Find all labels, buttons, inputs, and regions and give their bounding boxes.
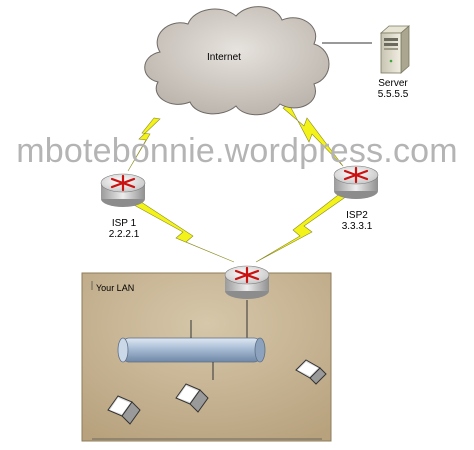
router-lan bbox=[224, 265, 270, 299]
isp2-ip: 3.3.3.1 bbox=[341, 221, 373, 232]
isp1-ip: 2.2.2.1 bbox=[108, 229, 140, 240]
router-arrows-icon bbox=[343, 166, 369, 184]
internet-cloud bbox=[144, 6, 330, 116]
router-arrows-icon bbox=[110, 174, 136, 192]
cloud-label: Internet bbox=[207, 52, 241, 63]
link-isp1-lan bbox=[133, 199, 235, 263]
laptop-icon bbox=[175, 383, 209, 413]
watermark-text: mbotebonnie.wordpress.com bbox=[16, 132, 458, 170]
lan-label: Your LAN bbox=[96, 283, 135, 293]
isp2-label: ISP2 3.3.3.1 bbox=[342, 210, 373, 232]
wan-links bbox=[127, 103, 348, 263]
server-ip: 5.5.5.5 bbox=[377, 89, 409, 100]
link-isp2-lan bbox=[255, 191, 348, 263]
server-icon bbox=[379, 25, 411, 74]
isp1-name: ISP 1 bbox=[111, 218, 137, 229]
router-arrows-icon bbox=[234, 266, 260, 284]
isp1-label: ISP 1 2.2.2.1 bbox=[109, 218, 140, 240]
laptop-icon bbox=[107, 395, 141, 425]
server-label: Server 5.5.5.5 bbox=[378, 78, 409, 100]
ethernet-bus bbox=[117, 320, 266, 380]
laptop-icon bbox=[295, 359, 327, 385]
server-name: Server bbox=[378, 78, 408, 89]
link-internet-isp1 bbox=[127, 117, 161, 172]
isp2-name: ISP2 bbox=[346, 210, 368, 221]
router-isp1 bbox=[100, 173, 146, 207]
router-isp2 bbox=[333, 165, 379, 199]
link-internet-isp2 bbox=[282, 103, 344, 167]
